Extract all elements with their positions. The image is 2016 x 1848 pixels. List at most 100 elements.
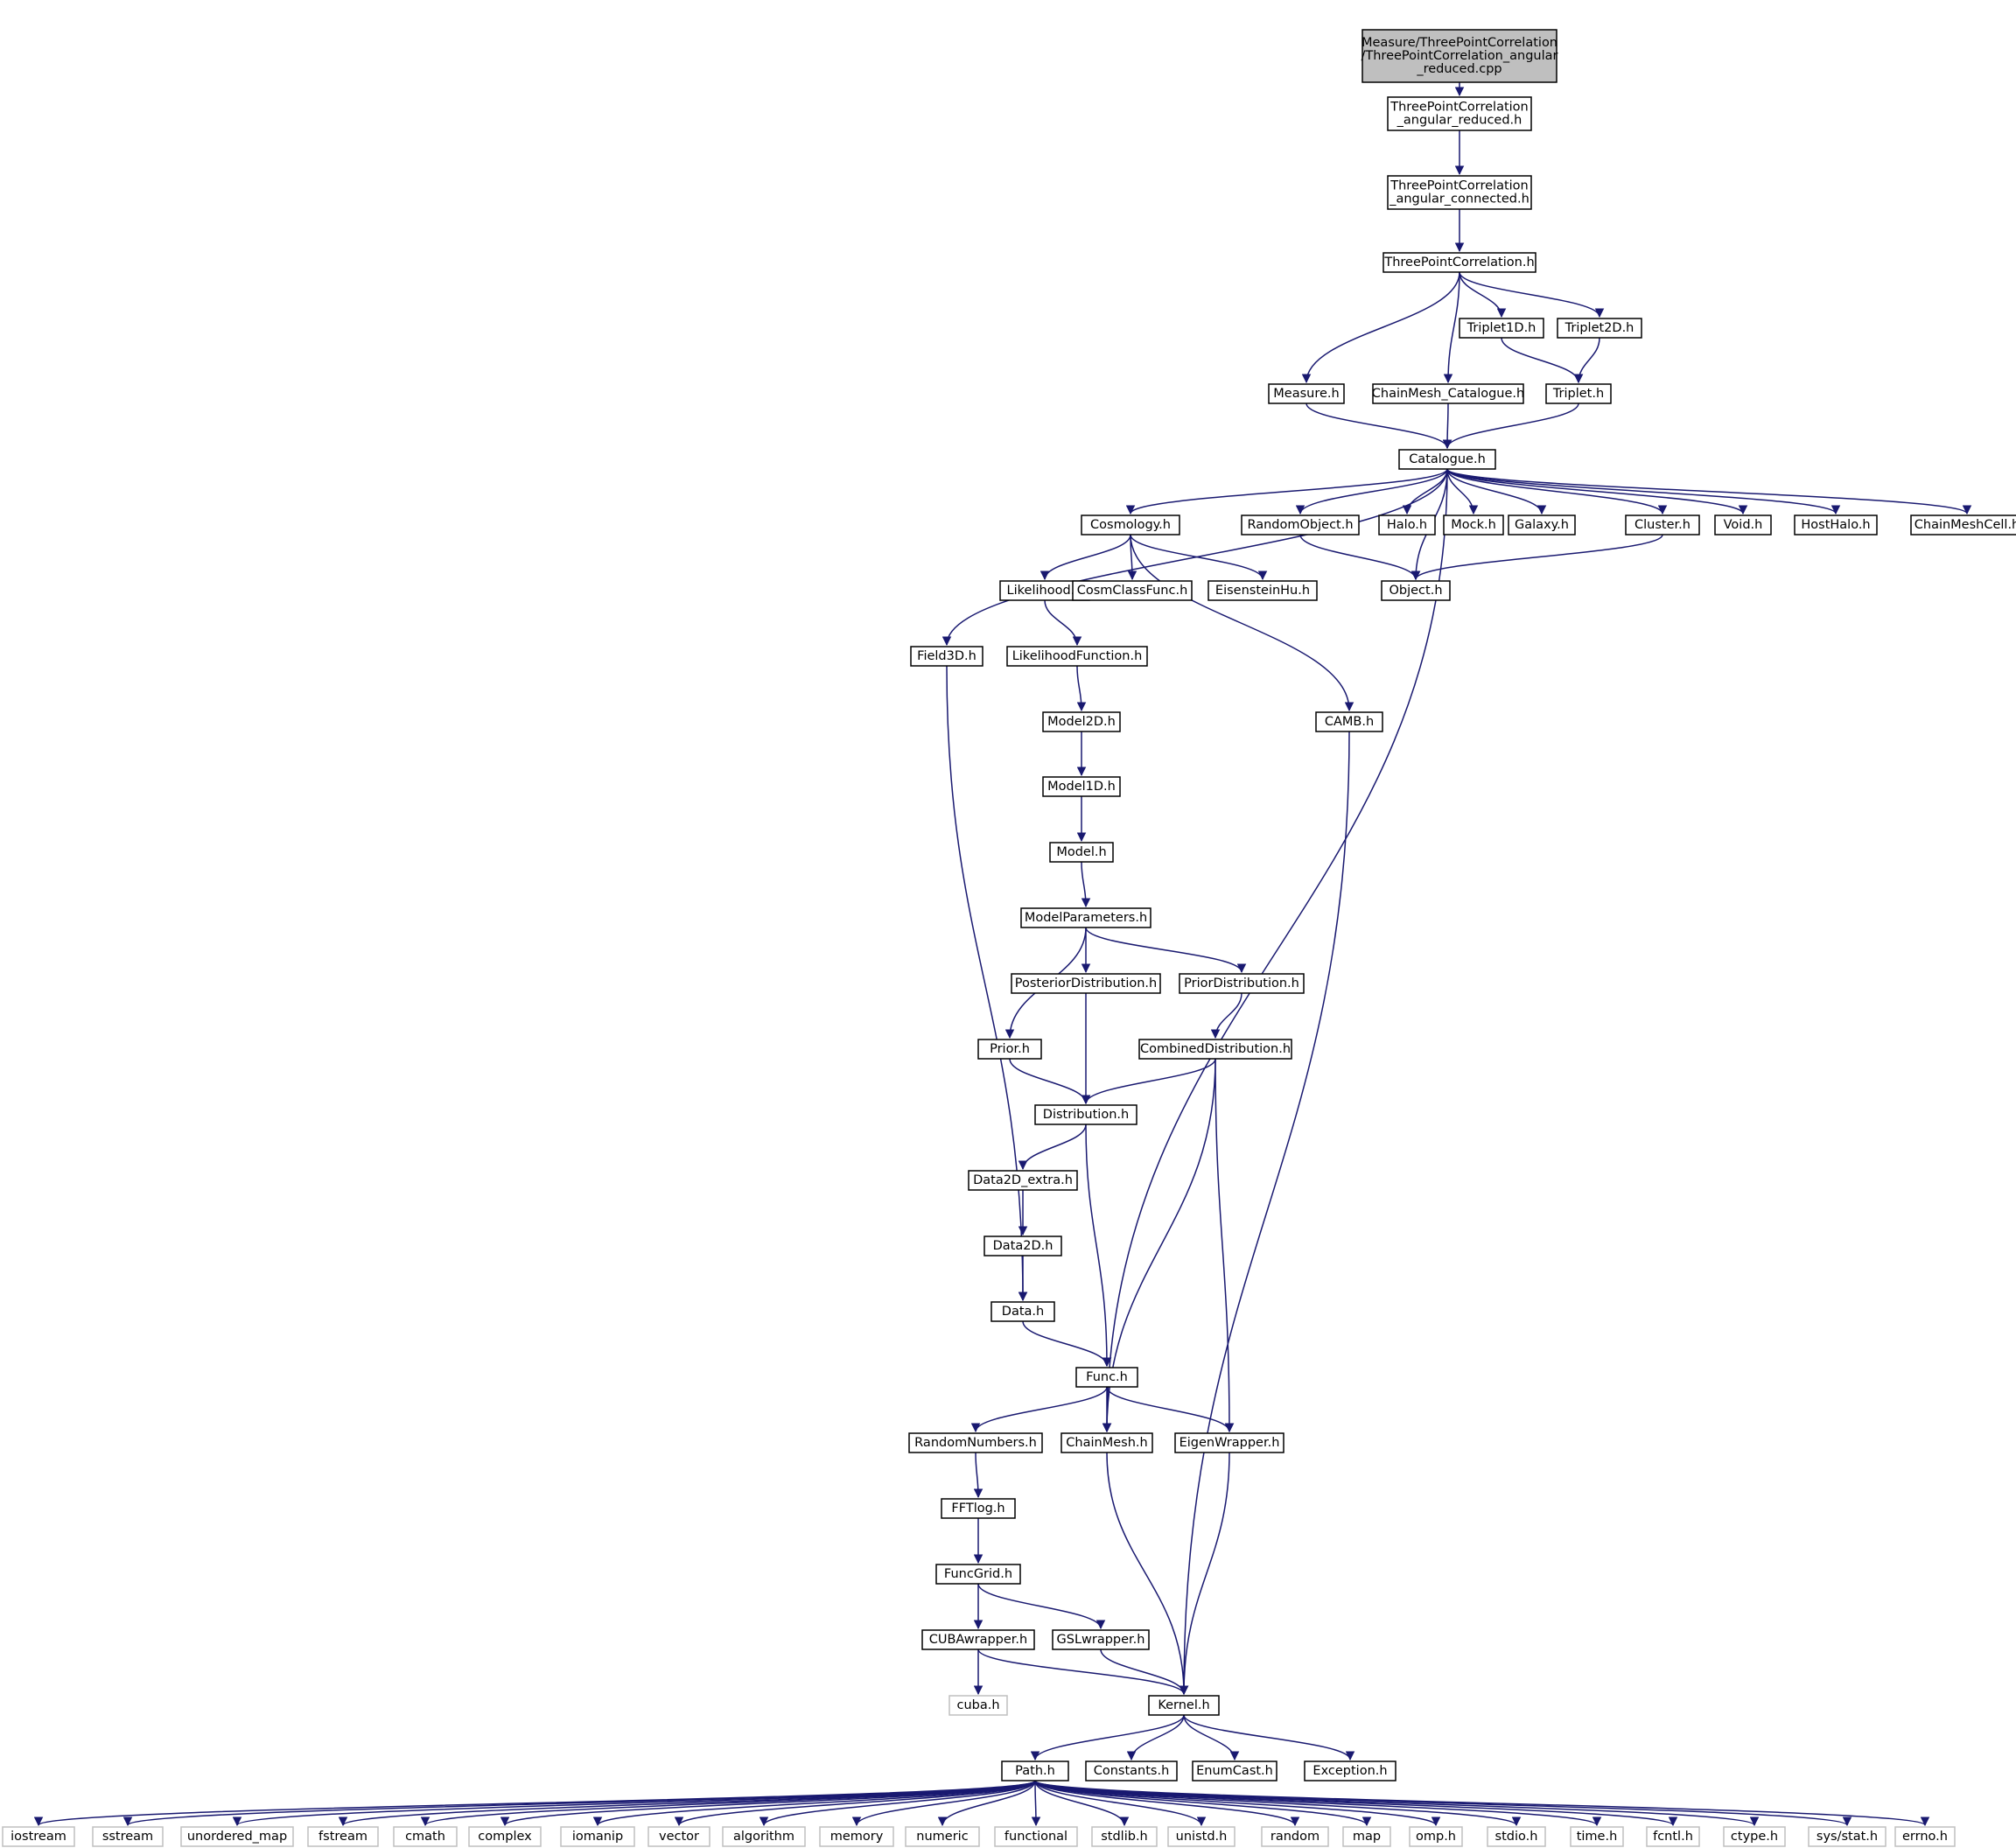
node-box [1625,514,1700,536]
node-box [968,1170,1078,1191]
node-label: Triplet.h [1552,387,1604,401]
node-box [1342,1826,1391,1847]
node-cuba[interactable]: CUBAwrapper.h [921,1629,1035,1650]
node-t2d[interactable]: Triplet2D.h [1557,318,1642,339]
node-cmcat[interactable]: ChainMesh_Catalogue.h [1372,383,1524,404]
node-box [1362,29,1558,83]
node-mock[interactable]: Mock.h [1443,514,1504,536]
node-path[interactable]: Path.h [1001,1760,1069,1782]
edge-cosmology-to-eisenstein [1130,534,1268,581]
edge-path-to-algorithm [759,1780,1036,1827]
node-unistd: unistd.h [1167,1826,1236,1847]
node-vector: vector [648,1826,710,1847]
node-data2dextra[interactable]: Data2D_extra.h [968,1170,1078,1191]
edge-randnum-to-fftlog [973,1452,984,1499]
node-cosmology[interactable]: Cosmology.h [1081,514,1180,536]
node-hosthalo[interactable]: HostHalo.h [1794,514,1878,536]
node-label: EisensteinHu.h [1215,584,1310,598]
edge-path-to-iomanip [592,1780,1036,1827]
node-root[interactable]: Measure/ThreePointCorrelation/ThreePoint… [1362,29,1558,83]
node-tpcac[interactable]: ThreePointCorrelation_angular_connected.… [1387,175,1532,210]
node-box [1241,514,1360,536]
edge-chainmesh-to-kernel [1106,1452,1189,1696]
edge-func-to-randnum [970,1386,1108,1433]
node-model[interactable]: Model.h [1049,842,1114,863]
edge-catalogue-to-galaxy [1446,468,1547,515]
node-model1d[interactable]: Model1D.h [1042,776,1121,797]
node-cmcell[interactable]: ChainMeshCell.h [1910,514,2016,536]
node-label: FuncGrid.h [944,1567,1012,1581]
node-exception[interactable]: Exception.h [1304,1760,1396,1782]
node-label: ThreePointCorrelation.h [1383,256,1534,270]
node-cluster[interactable]: Cluster.h [1625,514,1700,536]
node-constants[interactable]: Constants.h [1085,1760,1178,1782]
node-box [1042,776,1121,797]
node-combined[interactable]: CombinedDistribution.h [1138,1039,1292,1060]
node-box [648,1826,710,1847]
node-catalogue[interactable]: Catalogue.h [1398,449,1496,470]
node-randnum[interactable]: RandomNumbers.h [908,1432,1043,1453]
node-camb[interactable]: CAMB.h [1315,711,1383,732]
node-label: Galaxy.h [1515,518,1569,532]
node-field3d[interactable]: Field3D.h [910,646,984,667]
node-box [1382,252,1536,273]
node-chainmesh[interactable]: ChainMesh.h [1060,1432,1153,1453]
node-omp: omp.h [1409,1826,1463,1847]
node-posterior[interactable]: PosteriorDistribution.h [1011,973,1161,994]
node-galaxy[interactable]: Galaxy.h [1508,514,1576,536]
node-eigen[interactable]: EigenWrapper.h [1174,1432,1284,1453]
node-data2d[interactable]: Data2D.h [984,1236,1062,1256]
node-iostream: iostream [2,1826,75,1847]
node-funcgrid[interactable]: FuncGrid.h [935,1564,1021,1585]
node-box [1042,711,1121,732]
edge-cluster-to-object [1410,534,1663,581]
node-likefunc[interactable]: LikelihoodFunction.h [1006,646,1148,667]
node-sysstat: sys/stat.h [1808,1826,1886,1847]
node-random: random [1261,1826,1329,1847]
node-t1d[interactable]: Triplet1D.h [1459,318,1544,339]
node-triplet[interactable]: Triplet.h [1545,383,1612,404]
node-eisenstein[interactable]: EisensteinHu.h [1208,580,1318,601]
node-fftlog[interactable]: FFTlog.h [941,1498,1016,1519]
node-measure[interactable]: Measure.h [1268,383,1345,404]
node-likelihood[interactable]: Likelihood.h [999,580,1090,601]
node-box [180,1826,294,1847]
node-model2d[interactable]: Model2D.h [1042,711,1121,732]
edge-funcgrid-to-gsl [977,1583,1106,1630]
node-distribution[interactable]: Distribution.h [1034,1104,1138,1125]
node-void[interactable]: Void.h [1714,514,1772,536]
node-modelparams[interactable]: ModelParameters.h [1020,907,1152,928]
edge-tpc-to-measure [1301,271,1460,384]
node-data[interactable]: Data.h [990,1301,1055,1322]
node-tpc[interactable]: ThreePointCorrelation.h [1382,252,1536,273]
node-label: Model2D.h [1047,715,1116,729]
node-halo[interactable]: Halo.h [1378,514,1436,536]
node-label: Data2D.h [993,1239,1054,1253]
node-label: functional [1004,1830,1068,1844]
node-randobj[interactable]: RandomObject.h [1241,514,1360,536]
node-gsl[interactable]: GSLwrapper.h [1052,1629,1150,1650]
node-box [819,1826,894,1847]
node-func[interactable]: Func.h [1075,1367,1138,1388]
node-kernel[interactable]: Kernel.h [1148,1695,1220,1716]
node-box [393,1826,458,1847]
node-priordist[interactable]: PriorDistribution.h [1179,973,1305,994]
node-enumcast[interactable]: EnumCast.h [1192,1760,1278,1782]
node-tpcar[interactable]: ThreePointCorrelation_angular_reduced.h [1387,96,1532,131]
node-label: unordered_map [187,1830,287,1844]
node-box [1808,1826,1886,1847]
edge-catalogue-to-randobj [1295,468,1448,515]
node-stdio: stdio.h [1487,1826,1546,1847]
node-box [1894,1826,1956,1847]
node-label: Model1D.h [1047,780,1116,794]
node-cosmclass[interactable]: CosmClassFunc.h [1072,580,1193,601]
node-label: Cosmology.h [1090,518,1171,532]
node-object[interactable]: Object.h [1381,580,1451,601]
node-label: Data2D_extra.h [973,1173,1073,1187]
edge-kernel-to-exception [1183,1714,1355,1761]
node-box [1794,514,1878,536]
node-box [1034,1104,1138,1125]
node-prior[interactable]: Prior.h [977,1039,1042,1060]
node-memory: memory [819,1826,894,1847]
